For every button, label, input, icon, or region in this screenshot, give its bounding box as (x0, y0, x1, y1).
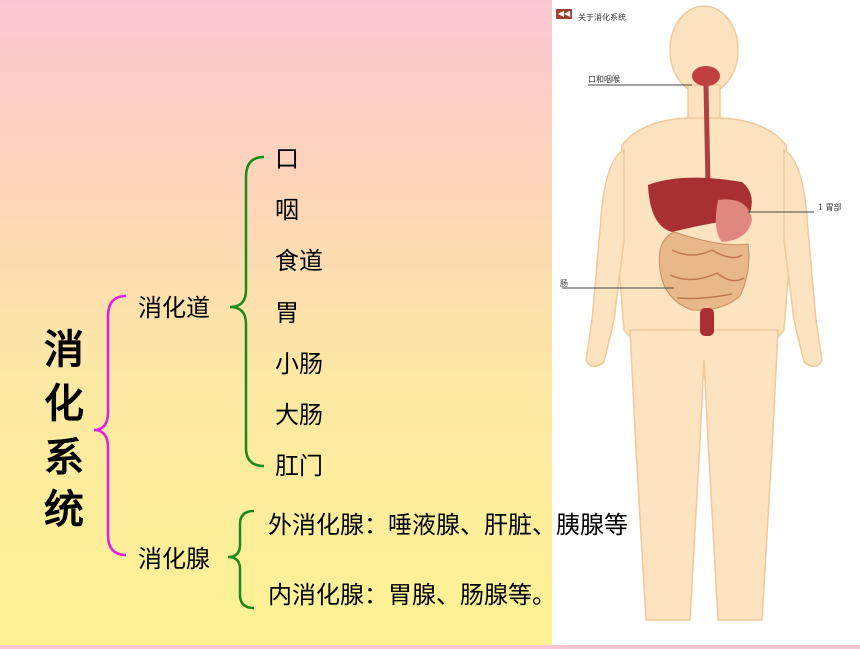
figure-header: 关于消化系统 (578, 13, 626, 22)
figure-label-mouth: 口和咽喉 (588, 75, 620, 84)
title-char: 系 (44, 434, 84, 481)
tract-item: 肛门 (275, 452, 323, 480)
figure-label-stomach: 1 胃部 (818, 203, 842, 212)
outer-brace (93, 294, 127, 557)
figure-label-intestine: 肠 (560, 279, 568, 288)
tract-item: 胃 (275, 299, 299, 327)
body-figure (562, 5, 823, 621)
title-char: 消 (44, 326, 84, 373)
title-char: 统 (44, 486, 84, 533)
anatomy-panel (552, 0, 860, 645)
tract-item: 小肠 (275, 350, 323, 378)
gland-label: 消化腺 (138, 545, 210, 573)
brace-lines (93, 155, 265, 610)
tract-item: 咽 (275, 196, 299, 224)
tract-item: 食道 (275, 247, 323, 275)
tract-brace (229, 155, 265, 468)
gland-item: 内消化腺：胃腺、肠腺等。 (268, 581, 556, 609)
tract-item: 大肠 (275, 401, 323, 429)
gland-item: 外消化腺：唾液腺、肝脏、胰腺等 (268, 511, 628, 539)
tract-label: 消化道 (138, 294, 210, 322)
nav-icon[interactable]: ◀◀ (556, 9, 572, 19)
tract-item: 口 (275, 145, 299, 173)
gland-brace (227, 509, 255, 610)
title-char: 化 (44, 380, 84, 427)
